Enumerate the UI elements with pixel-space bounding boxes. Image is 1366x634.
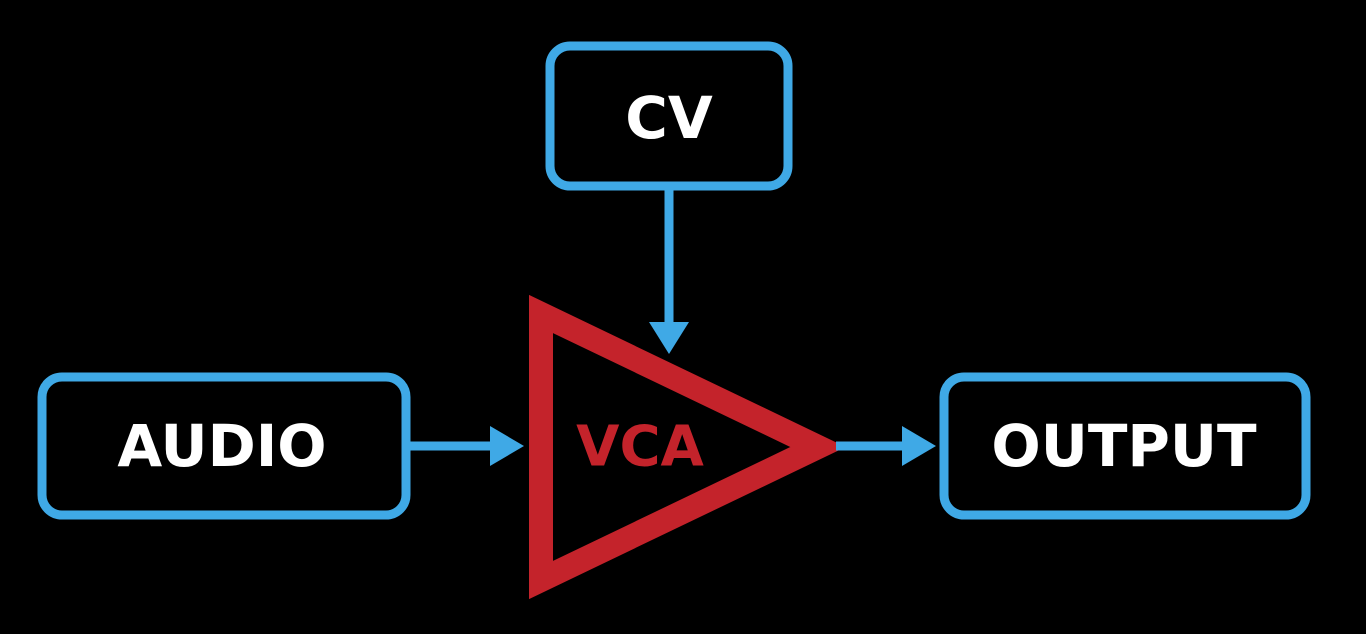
cv-to-vca-arrowhead [649, 322, 689, 354]
cv-to-vca-arrow [649, 190, 689, 354]
output-box [939, 372, 1311, 520]
audio-to-vca-arrowhead [490, 426, 524, 466]
audio-label: AUDIO [117, 412, 326, 480]
output-label: OUTPUT [991, 412, 1257, 480]
cv-label: CV [625, 84, 713, 152]
output-node: OUTPUT [939, 372, 1311, 520]
vca-node: VCA [529, 294, 846, 600]
vca-amplifier-triangle [529, 294, 846, 600]
cv-node: CV [545, 41, 793, 191]
vca-to-output-arrowhead [902, 426, 936, 466]
cv-box [545, 41, 793, 191]
audio-box [37, 372, 411, 520]
vca-to-output-arrow [836, 426, 936, 466]
audio-node: AUDIO [37, 372, 411, 520]
vca-label: VCA [576, 415, 704, 480]
audio-to-vca-arrow [410, 426, 524, 466]
